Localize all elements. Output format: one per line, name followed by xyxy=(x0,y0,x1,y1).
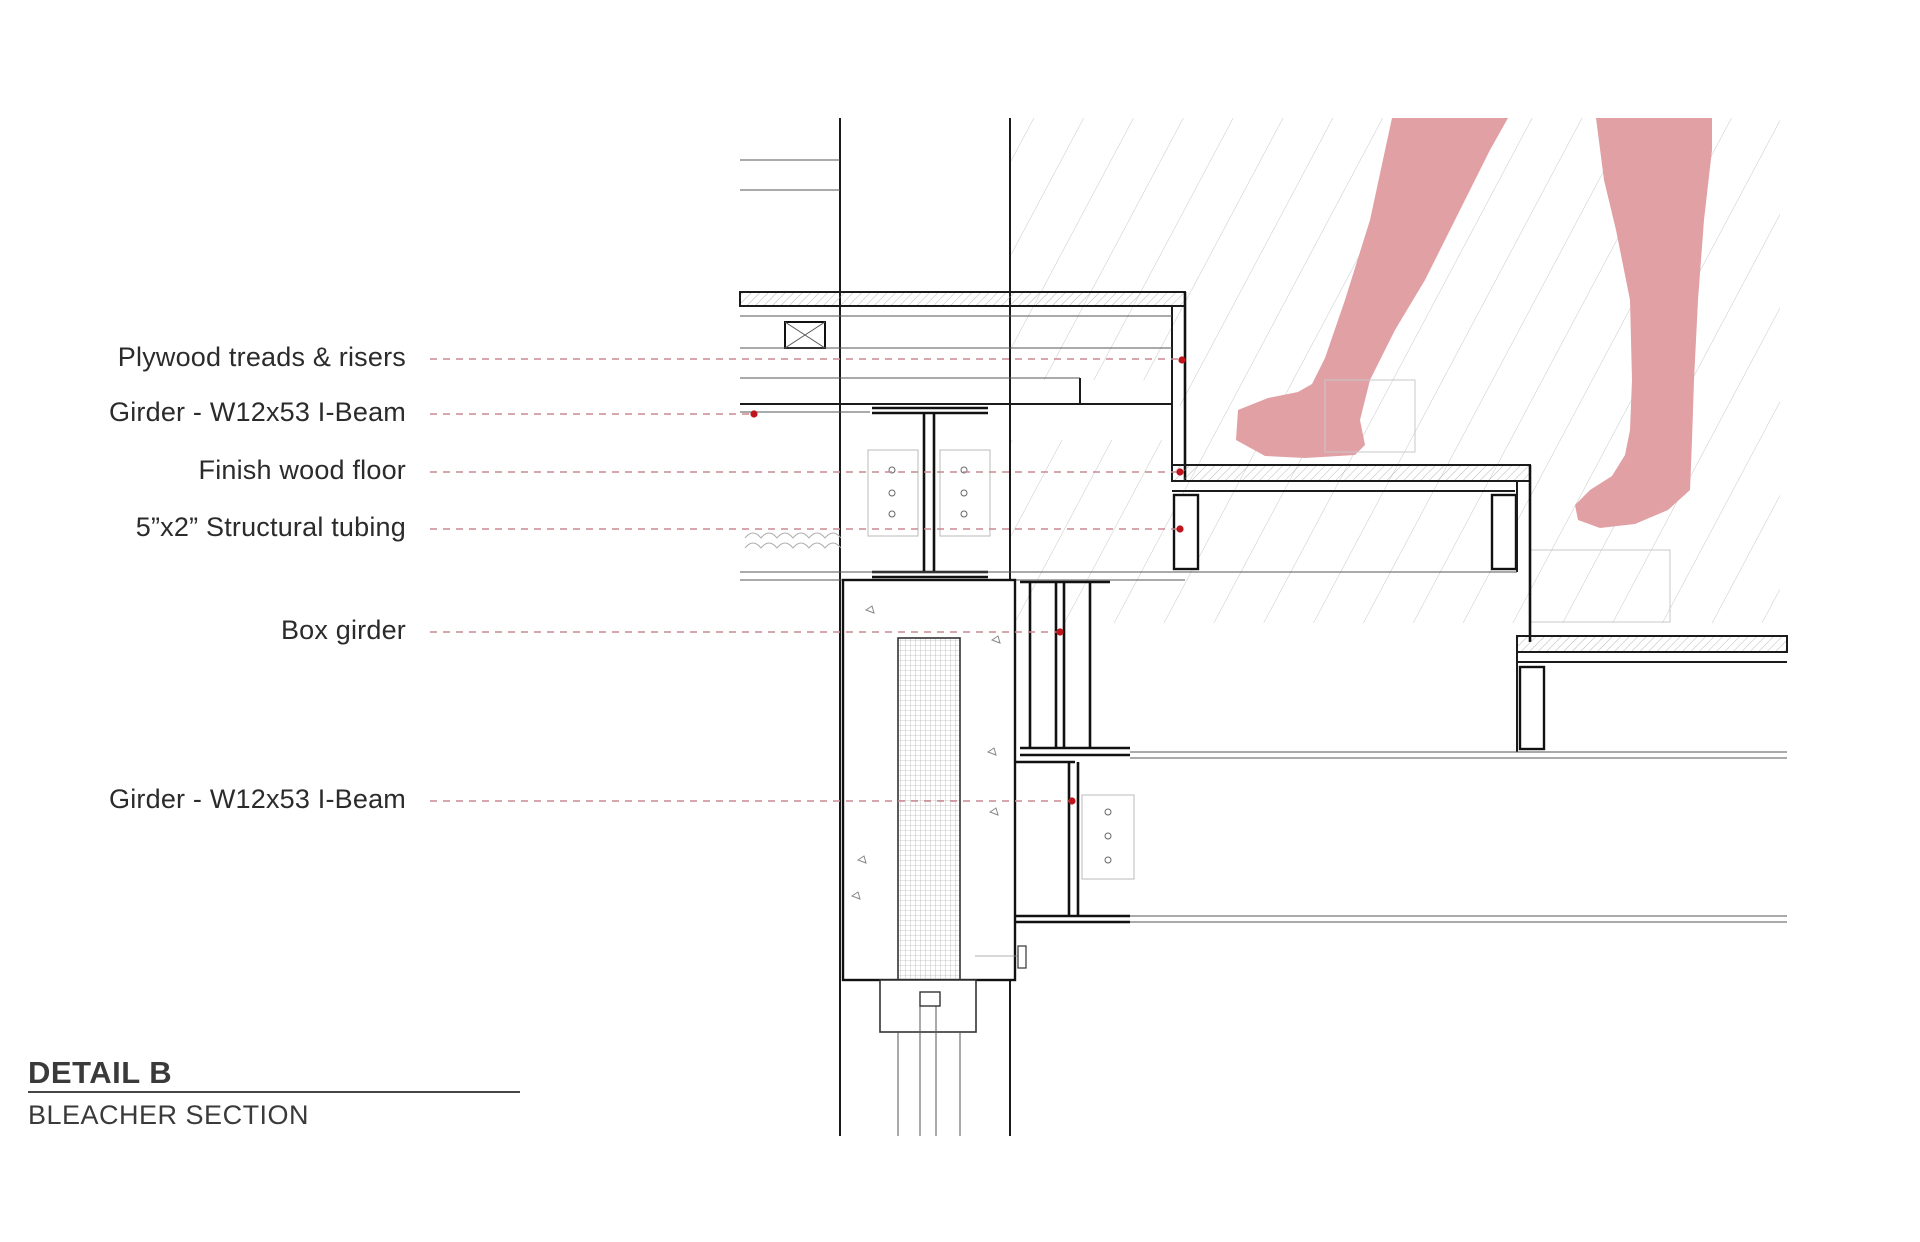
upper-ibeam xyxy=(740,406,1185,581)
detail-subtitle: BLEACHER SECTION xyxy=(28,1100,309,1130)
callout-box-girder: Box girder xyxy=(281,615,406,645)
callout-labels: Plywood treads & risers Girder - W12x53 … xyxy=(109,342,406,814)
detail-title: DETAIL B xyxy=(28,1055,172,1090)
lower-tread xyxy=(1130,635,1788,759)
leader-dot-girder-upper xyxy=(750,410,758,418)
upper-tread xyxy=(739,291,1187,480)
callout-finish-floor: Finish wood floor xyxy=(199,455,407,485)
title-block: DETAIL B BLEACHER SECTION xyxy=(28,1055,520,1130)
box-girder-column xyxy=(841,578,1017,1136)
person-silhouette xyxy=(1236,118,1712,623)
leader-dot-structural-tubing xyxy=(1176,525,1184,533)
lower-ibeam xyxy=(975,760,1787,969)
leader-dot-finish-floor xyxy=(1176,468,1184,476)
leader-dot-box-girder xyxy=(1056,628,1064,636)
callout-structural-tubing: 5”x2” Structural tubing xyxy=(136,512,406,542)
callout-girder-upper: Girder - W12x53 I-Beam xyxy=(109,397,406,427)
callout-girder-lower: Girder - W12x53 I-Beam xyxy=(109,784,406,814)
callout-leaders xyxy=(430,356,1186,805)
middle-tread xyxy=(1171,464,1532,642)
callout-plywood-treads: Plywood treads & risers xyxy=(118,342,406,372)
leader-dot-plywood-treads xyxy=(1178,356,1186,364)
vertical-ibeam xyxy=(1020,580,1130,757)
leader-dot-girder-lower xyxy=(1068,797,1076,805)
